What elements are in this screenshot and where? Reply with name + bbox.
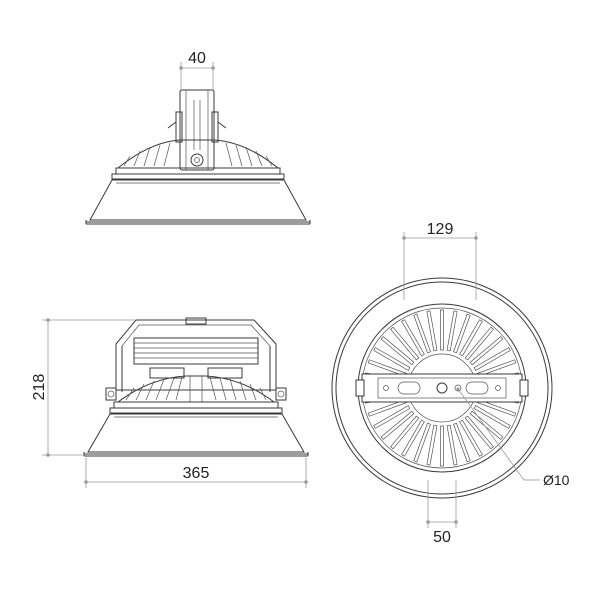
heatsink-fin — [440, 309, 444, 351]
dim-side-height: 218 — [31, 318, 136, 457]
heatsink-fin — [373, 405, 411, 429]
plan-outer-rim-inner — [335, 281, 549, 495]
heatsink-fin — [469, 410, 504, 440]
heatsink-fin — [440, 425, 444, 467]
plan-outer-rim — [331, 277, 553, 499]
heatsink-fin — [390, 415, 420, 450]
heatsink-fin — [459, 319, 483, 357]
dim-bottom-slot: 50 — [426, 480, 458, 546]
heatsink-fin — [380, 410, 415, 440]
dim-top-width: 40 — [179, 50, 215, 90]
side-heatsink — [109, 367, 283, 414]
heatsink-fin — [426, 424, 438, 466]
heatsink-fin — [390, 326, 420, 361]
front-mounting-bracket — [167, 89, 227, 171]
heatsink-fin — [464, 326, 494, 361]
heatsink-fin — [459, 419, 483, 457]
heatsink-fin — [413, 313, 431, 354]
heatsink-fin — [446, 424, 458, 466]
dim-side-width-label: 365 — [183, 465, 210, 482]
heatsink-fin — [380, 336, 415, 366]
dim-side-width: 365 — [84, 458, 308, 488]
heatsink-fin — [453, 313, 471, 354]
side-view: 218 365 — [31, 317, 309, 488]
heatsink-fin — [473, 405, 511, 429]
side-reflector — [83, 413, 309, 457]
front-heatsink — [111, 139, 285, 180]
dim-bottom-bracket-label: 129 — [427, 221, 454, 238]
dim-hole-diameter-label: Ø10 — [543, 472, 570, 488]
dim-bottom-bracket: 129 — [402, 221, 478, 300]
front-view: 40 — [85, 50, 311, 225]
heatsink-fin — [473, 347, 511, 371]
dim-top-width-label: 40 — [188, 50, 206, 67]
dim-hole-diameter: Ø10 — [456, 387, 570, 488]
side-driver-box — [105, 317, 287, 401]
heatsink-fin — [373, 347, 411, 371]
heatsink-fin — [413, 422, 431, 463]
plan-bracket — [355, 373, 529, 403]
heatsink-fin — [426, 310, 438, 352]
dim-bottom-slot-label: 50 — [433, 529, 451, 546]
heatsink-fin — [469, 336, 504, 366]
heatsink-fin — [401, 319, 425, 357]
heatsink-fin — [401, 419, 425, 457]
heatsink-fin — [453, 422, 471, 463]
plan-view: 129 50 Ø10 — [331, 221, 570, 546]
heatsink-fin — [464, 415, 494, 450]
front-reflector — [85, 179, 311, 225]
heatsink-fin — [446, 310, 458, 352]
dim-side-height-label: 218 — [31, 374, 48, 401]
